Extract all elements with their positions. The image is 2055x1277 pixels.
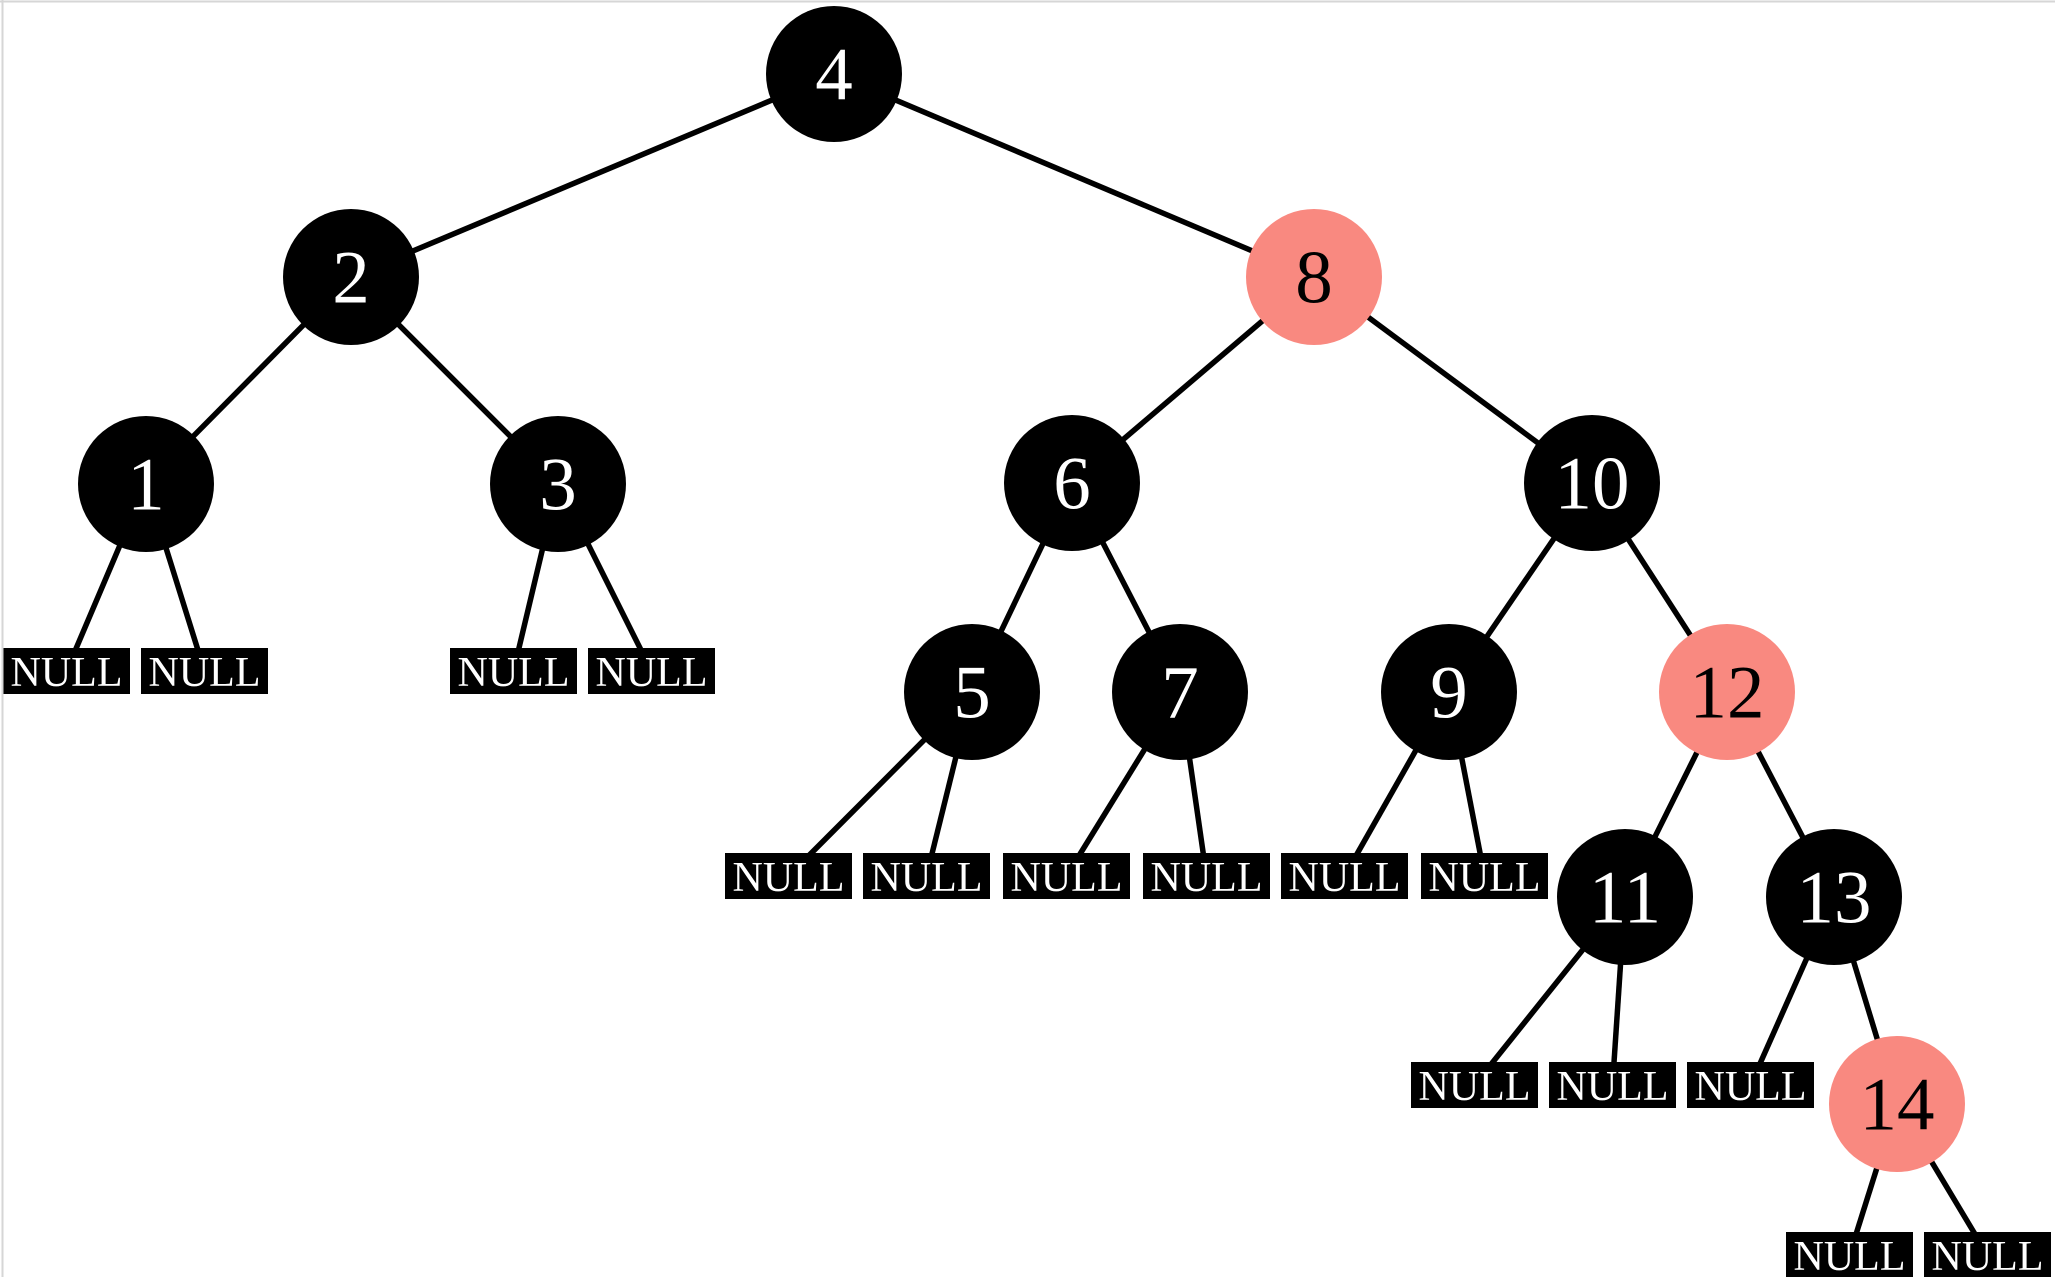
tree-node-2: 2 xyxy=(283,209,419,345)
black-node-circle xyxy=(904,624,1040,760)
null-leaf-box xyxy=(1411,1062,1538,1108)
null-leaf-label: NULL xyxy=(871,855,983,901)
null-leaf-N15: NULL xyxy=(1924,1232,2051,1277)
null-leaf-label: NULL xyxy=(149,650,261,696)
node-value-label: 2 xyxy=(332,237,370,320)
null-leaf-label: NULL xyxy=(1289,855,1401,901)
black-node-circle xyxy=(1766,829,1902,965)
null-leaf-box xyxy=(588,648,715,694)
tree-node-5: 5 xyxy=(904,624,1040,760)
null-leaf-N4: NULL xyxy=(588,648,715,696)
black-node-circle xyxy=(766,6,902,142)
null-leaf-box xyxy=(1143,853,1270,899)
black-node-circle xyxy=(1524,415,1660,551)
null-leaves-layer: NULL NULL NULL NULL NULL NULL NULL NULL NULL NULL… xyxy=(3,648,2051,1277)
null-leaf-label: NULL xyxy=(1932,1234,2044,1277)
null-leaf-N8: NULL xyxy=(1143,853,1270,901)
node-value-label: 8 xyxy=(1295,237,1333,320)
null-leaf-N10: NULL xyxy=(1421,853,1548,901)
node-value-label: 6 xyxy=(1053,443,1091,526)
node-value-label: 11 xyxy=(1589,857,1661,940)
null-leaf-N13: NULL xyxy=(1687,1062,1814,1110)
null-leaf-box xyxy=(3,648,130,694)
null-leaf-box xyxy=(1549,1062,1676,1108)
tree-edge-4-8 xyxy=(832,71,1316,280)
tree-node-9: 9 xyxy=(1381,624,1517,760)
black-node-circle xyxy=(1004,415,1140,551)
null-leaf-box xyxy=(863,853,990,899)
null-leaf-N6: NULL xyxy=(863,853,990,901)
black-node-circle xyxy=(78,416,214,552)
node-value-label: 4 xyxy=(815,34,853,117)
null-leaf-box xyxy=(1786,1232,1913,1277)
null-leaf-N2: NULL xyxy=(141,648,268,696)
tree-node-1: 1 xyxy=(78,416,214,552)
node-value-label: 9 xyxy=(1430,652,1468,735)
tree-node-11: 11 xyxy=(1557,829,1693,965)
node-value-label: 3 xyxy=(539,444,577,527)
null-leaf-box xyxy=(1003,853,1130,899)
null-leaf-N5: NULL xyxy=(725,853,852,901)
node-value-label: 13 xyxy=(1797,857,1872,940)
node-value-label: 1 xyxy=(127,444,165,527)
node-value-label: 5 xyxy=(953,652,991,735)
tree-node-6: 6 xyxy=(1004,415,1140,551)
tree-node-3: 3 xyxy=(490,416,626,552)
tree-node-12: 12 xyxy=(1659,624,1795,760)
null-leaf-N3: NULL xyxy=(450,648,577,696)
null-leaf-box xyxy=(1687,1062,1814,1108)
null-leaf-N12: NULL xyxy=(1549,1062,1676,1110)
null-leaf-N1: NULL xyxy=(3,648,130,696)
null-leaf-N14: NULL xyxy=(1786,1232,1913,1277)
tree-node-10: 10 xyxy=(1524,415,1660,551)
black-node-circle xyxy=(1557,829,1693,965)
black-node-circle xyxy=(283,209,419,345)
node-value-label: 12 xyxy=(1690,652,1765,735)
red-node-circle xyxy=(1659,624,1795,760)
null-leaf-box xyxy=(725,853,852,899)
black-node-circle xyxy=(490,416,626,552)
red-node-circle xyxy=(1246,209,1382,345)
null-leaf-box xyxy=(1421,853,1548,899)
tree-node-4: 4 xyxy=(766,6,902,142)
null-leaf-box xyxy=(450,648,577,694)
node-value-label: 10 xyxy=(1555,443,1630,526)
null-leaf-label: NULL xyxy=(1557,1064,1669,1110)
null-leaf-label: NULL xyxy=(1419,1064,1531,1110)
null-leaf-box xyxy=(1281,853,1408,899)
null-leaf-label: NULL xyxy=(1695,1064,1807,1110)
tree-node-8: 8 xyxy=(1246,209,1382,345)
node-value-label: 14 xyxy=(1860,1064,1935,1147)
null-leaf-N11: NULL xyxy=(1411,1062,1538,1110)
null-leaf-box xyxy=(141,648,268,694)
red-node-circle xyxy=(1829,1036,1965,1172)
null-leaf-label: NULL xyxy=(1151,855,1263,901)
null-leaf-N7: NULL xyxy=(1003,853,1130,901)
null-leaf-label: NULL xyxy=(458,650,570,696)
null-leaf-N9: NULL xyxy=(1281,853,1408,901)
null-leaf-label: NULL xyxy=(1011,855,1123,901)
tree-node-14: 14 xyxy=(1829,1036,1965,1172)
tree-edge-4-2 xyxy=(349,71,836,280)
black-node-circle xyxy=(1112,624,1248,760)
null-leaf-label: NULL xyxy=(1794,1234,1906,1277)
null-leaf-label: NULL xyxy=(11,650,123,696)
null-leaf-label: NULL xyxy=(596,650,708,696)
black-node-circle xyxy=(1381,624,1517,760)
null-leaf-box xyxy=(1924,1232,2051,1277)
tree-node-7: 7 xyxy=(1112,624,1248,760)
null-leaf-label: NULL xyxy=(1429,855,1541,901)
null-leaf-label: NULL xyxy=(733,855,845,901)
tree-node-13: 13 xyxy=(1766,829,1902,965)
node-value-label: 7 xyxy=(1161,652,1199,735)
